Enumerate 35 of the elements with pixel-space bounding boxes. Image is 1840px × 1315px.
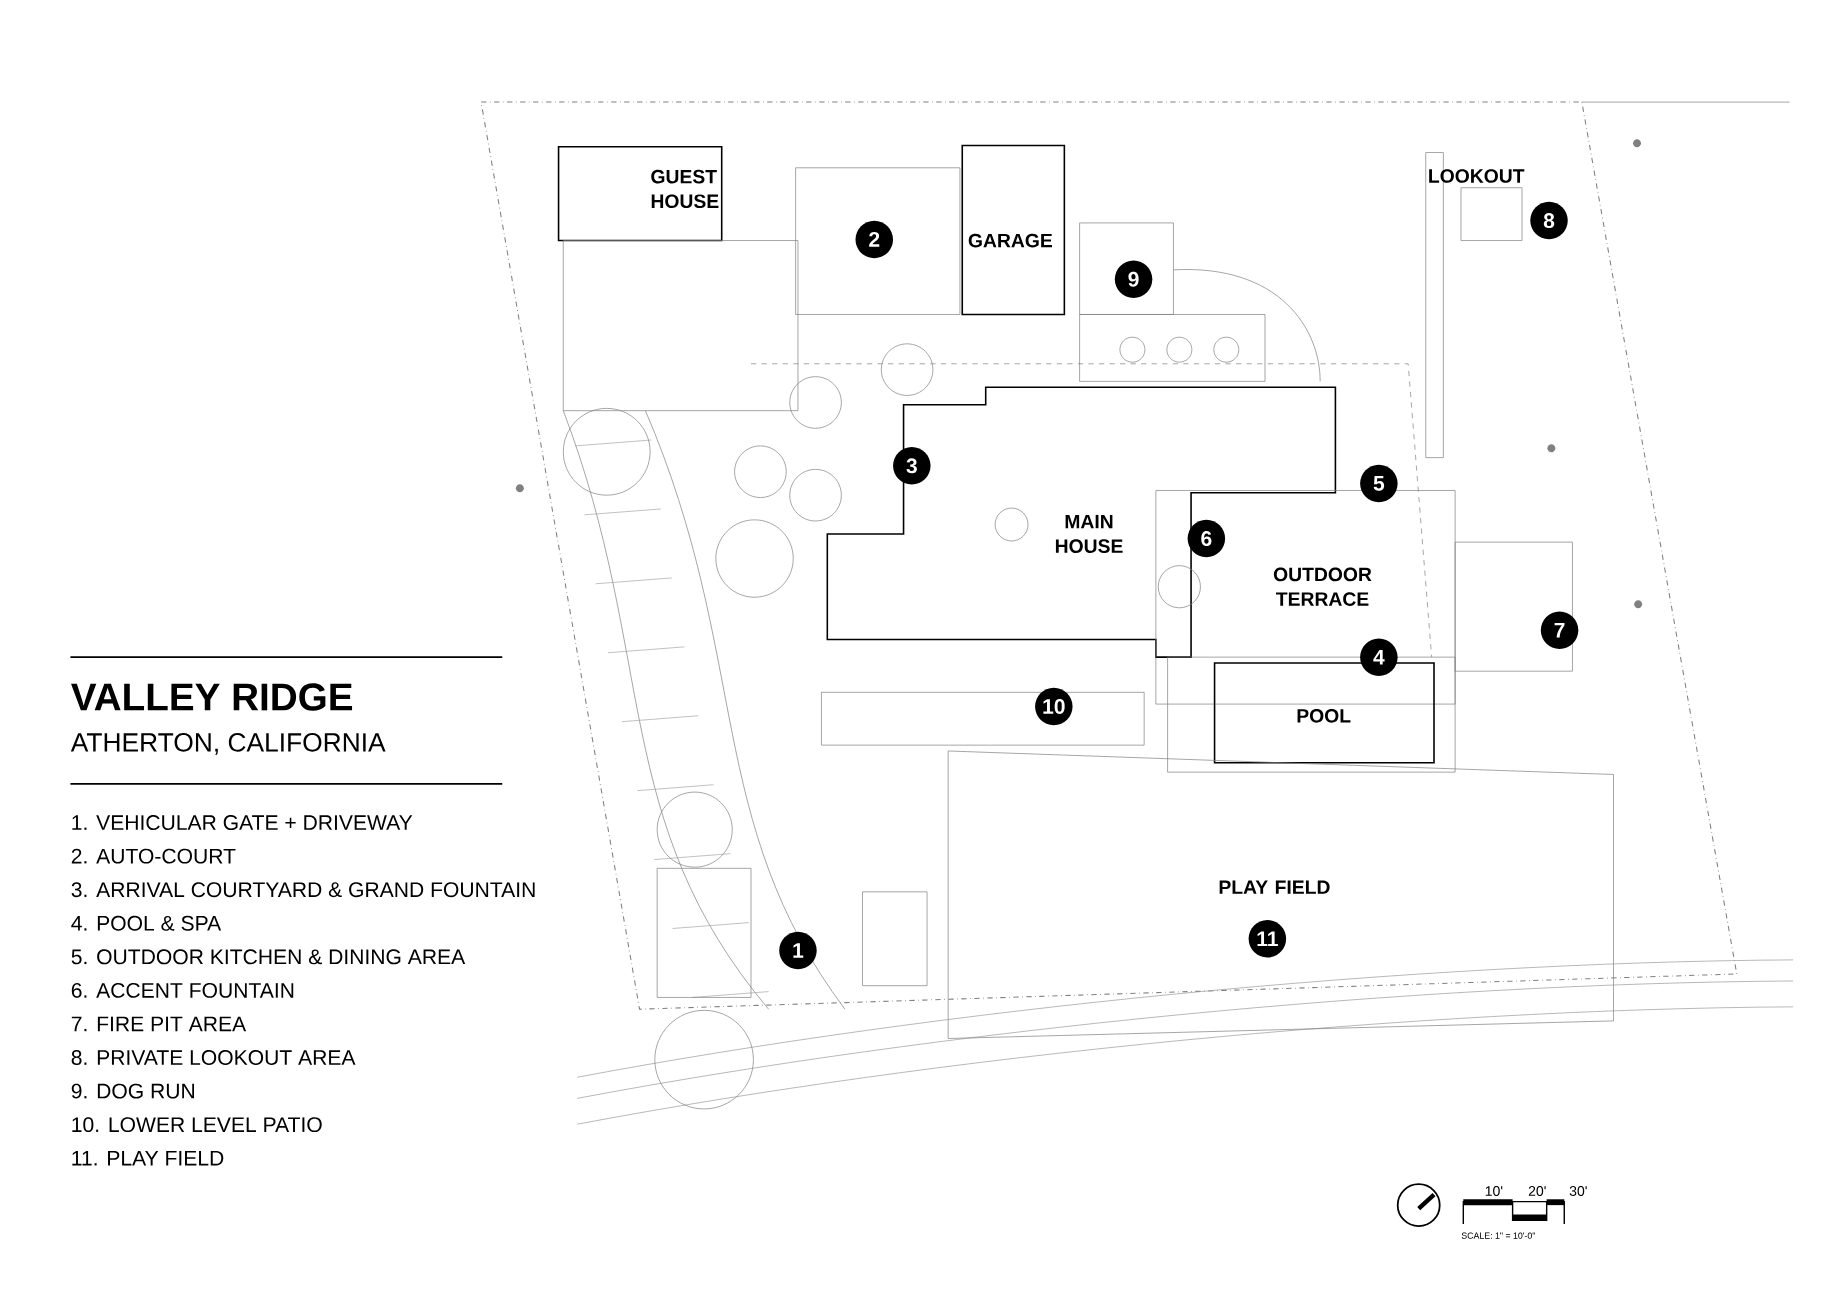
key-item: 7. FIRE PIT AREA [71,1016,247,1032]
scale-label: 10' [1485,1186,1503,1196]
key-item: 4. POOL & SPA [71,915,222,931]
area-label: GARAGE [968,233,1052,248]
callout-number: 11 [1248,920,1287,958]
key-item: 1. VEHICULAR GATE + DRIVEWAY [72,815,413,831]
area-label: GUEST HOUSE [651,169,719,209]
scale-note: SCALE: 1" = 10'-0" [1461,1232,1536,1239]
scale-label: 30' [1569,1186,1587,1196]
area-label: PLAY FIELD [1219,880,1330,894]
callout-number: 9 [1114,260,1153,299]
callout-number: 2 [855,220,893,259]
callout-number: 1 [779,931,817,970]
callout-number: 5 [1360,464,1398,503]
callout-number: 7 [1540,611,1579,649]
key-item: 11. PLAY FIELD [72,1150,224,1166]
area-label: OUTDOOR TERRACE [1273,567,1372,606]
callout-number: 3 [893,447,931,485]
subtitle: ATHERTON, CALIFORNIA [70,733,386,755]
key-item: 9. DOG RUN [71,1083,194,1099]
callout-number: 10 [1035,687,1073,726]
title: VALLEY RIDGE [71,683,353,711]
key-item: 10. LOWER LEVEL PATIO [72,1117,322,1133]
key-item: 5. OUTDOOR KITCHEN & DINING AREA [71,949,466,965]
callout-number: 6 [1187,519,1226,558]
area-label: POOL [1297,708,1351,723]
callout-number: 8 [1530,201,1568,240]
key-item: 6. ACCENT FOUNTAIN [71,982,294,998]
callout-number: 4 [1360,638,1398,676]
scale-label: 20' [1528,1186,1546,1196]
key-item: 8. PRIVATE LOOKOUT AREA [71,1050,356,1065]
area-label: LOOKOUT [1429,169,1525,183]
key-item: 3. ARRIVAL COURTYARD & GRAND FOUNTAIN [71,882,535,898]
key-item: 2. AUTO-COURT [71,848,236,864]
area-label: MAIN HOUSE [1055,514,1123,553]
